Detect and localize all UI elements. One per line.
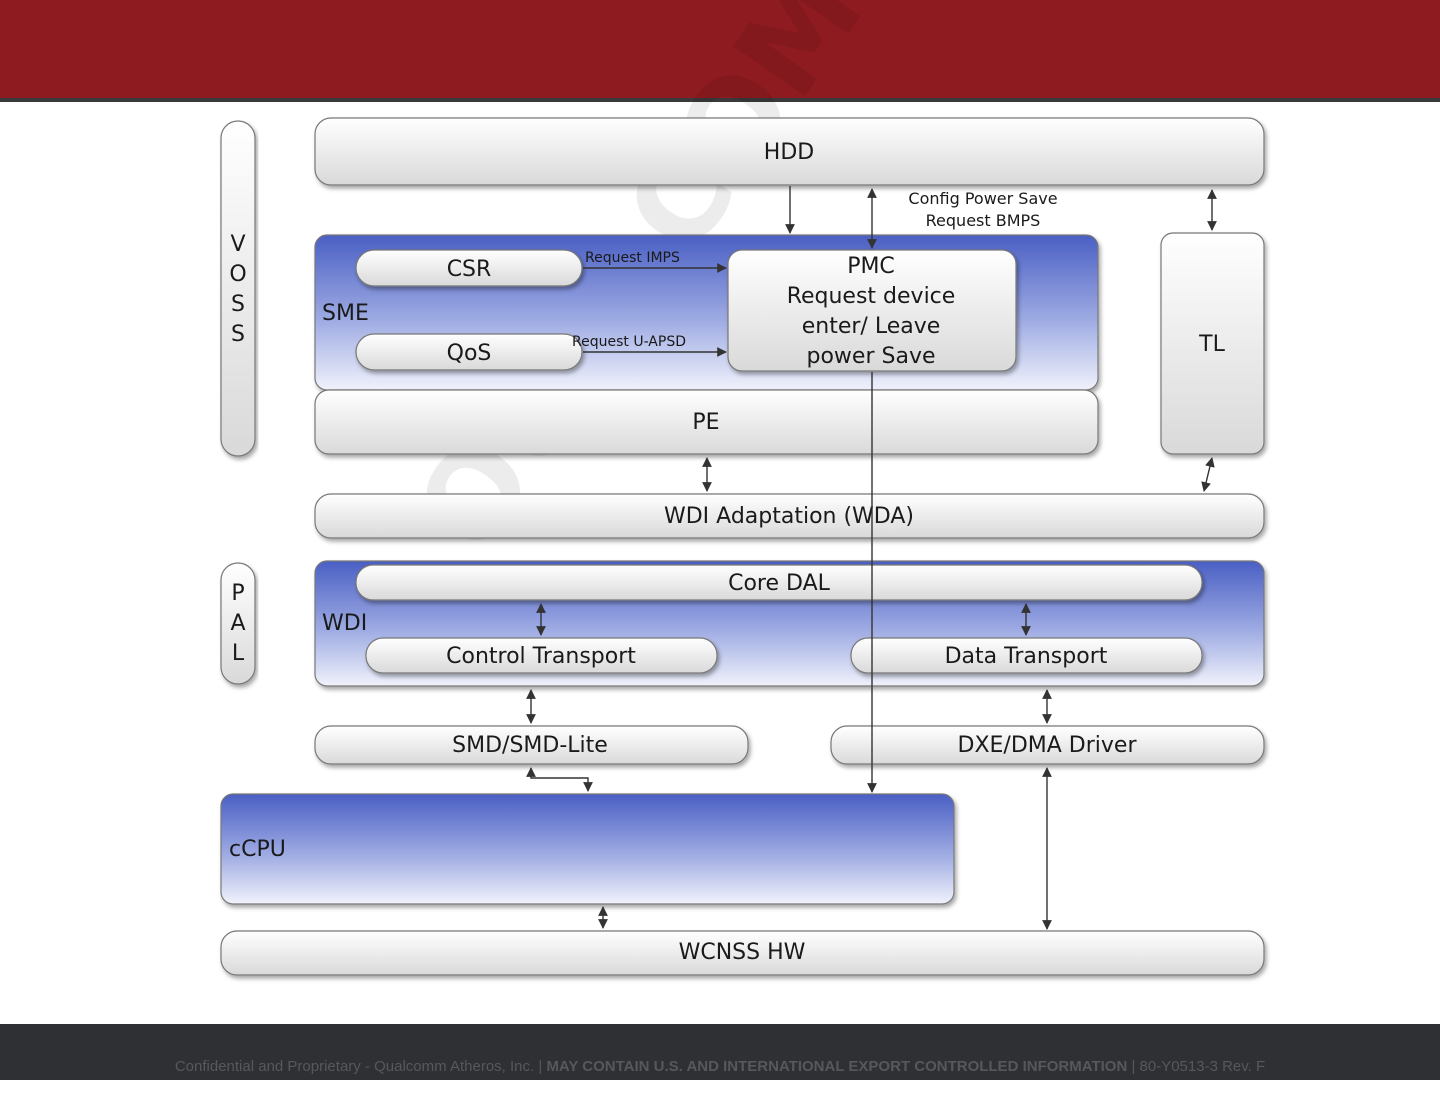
pmc-block [727, 249, 1017, 372]
config-power-save-label: Config Power Save [908, 189, 1057, 208]
voss-bar [220, 120, 256, 457]
footer-separator-1: | [538, 1058, 543, 1075]
tl-label: TL [1198, 332, 1225, 357]
core-dal-block [355, 564, 1203, 601]
data-transport-block [850, 637, 1203, 674]
smd-block [314, 725, 749, 765]
voss-letter-s1: S [231, 292, 245, 317]
core-dal-label: Core DAL [728, 571, 831, 596]
control-transport-label: Control Transport [446, 644, 636, 669]
voss-letter-v: V [230, 232, 245, 257]
pmc-title: PMC [847, 254, 895, 279]
footer-export-notice: MAY CONTAIN U.S. AND INTERNATIONAL EXPOR… [546, 1058, 1128, 1075]
pmc-line-3: power Save [807, 344, 936, 369]
request-uapsd-label: Request U-APSD [572, 334, 686, 350]
footer-doc-number: 80-Y0513-3 Rev. F [1139, 1058, 1266, 1075]
hdd-label: HDD [764, 140, 814, 165]
sme-label: SME [322, 301, 369, 326]
architecture-diagram: QUALCOMM V O S S P A L HDD SME CSR QoS P… [220, 0, 1265, 976]
wda-label: WDI Adaptation (WDA) [664, 504, 914, 529]
tl-block [1160, 232, 1265, 455]
header-bar [0, 0, 1440, 102]
csr-label: CSR [447, 257, 492, 282]
voss-letter-o: O [229, 262, 246, 287]
pal-letter-l: L [232, 641, 245, 666]
dxe-block [830, 725, 1265, 765]
footer-bar: Confidential and Proprietary - Qualcomm … [0, 1024, 1440, 1080]
qos-block [355, 333, 583, 371]
csr-block [355, 249, 583, 287]
hdd-block [314, 117, 1265, 186]
pal-letter-p: P [231, 581, 244, 606]
ccpu-label: cCPU [229, 837, 286, 862]
voss-letter-s2: S [231, 322, 245, 347]
pmc-line-2: enter/ Leave [802, 314, 941, 339]
request-imps-label: Request IMPS [585, 250, 680, 266]
wdi-label: WDI [322, 611, 367, 636]
wda-block [314, 493, 1265, 539]
wcnss-hw-block [220, 930, 1265, 976]
control-transport-block [365, 637, 718, 674]
dxe-label: DXE/DMA Driver [958, 733, 1138, 758]
pal-bar [220, 562, 256, 685]
qos-label: QoS [447, 341, 492, 366]
smd-label: SMD/SMD-Lite [452, 733, 608, 758]
footer-separator-2: | [1131, 1058, 1136, 1075]
data-transport-label: Data Transport [945, 644, 1108, 669]
footer-confidential: Confidential and Proprietary - Qualcomm … [174, 1058, 535, 1075]
smd-ccpu-arrow [526, 767, 593, 792]
pe-block [314, 389, 1099, 455]
pmc-line-1: Request device [787, 284, 956, 309]
tl-wda-arrow [1201, 457, 1215, 492]
pe-label: PE [692, 410, 719, 435]
ccpu-block [220, 793, 955, 905]
request-bmps-label: Request BMPS [926, 211, 1041, 230]
wcnss-hw-label: WCNSS HW [679, 940, 806, 965]
pal-letter-a: A [230, 611, 245, 636]
